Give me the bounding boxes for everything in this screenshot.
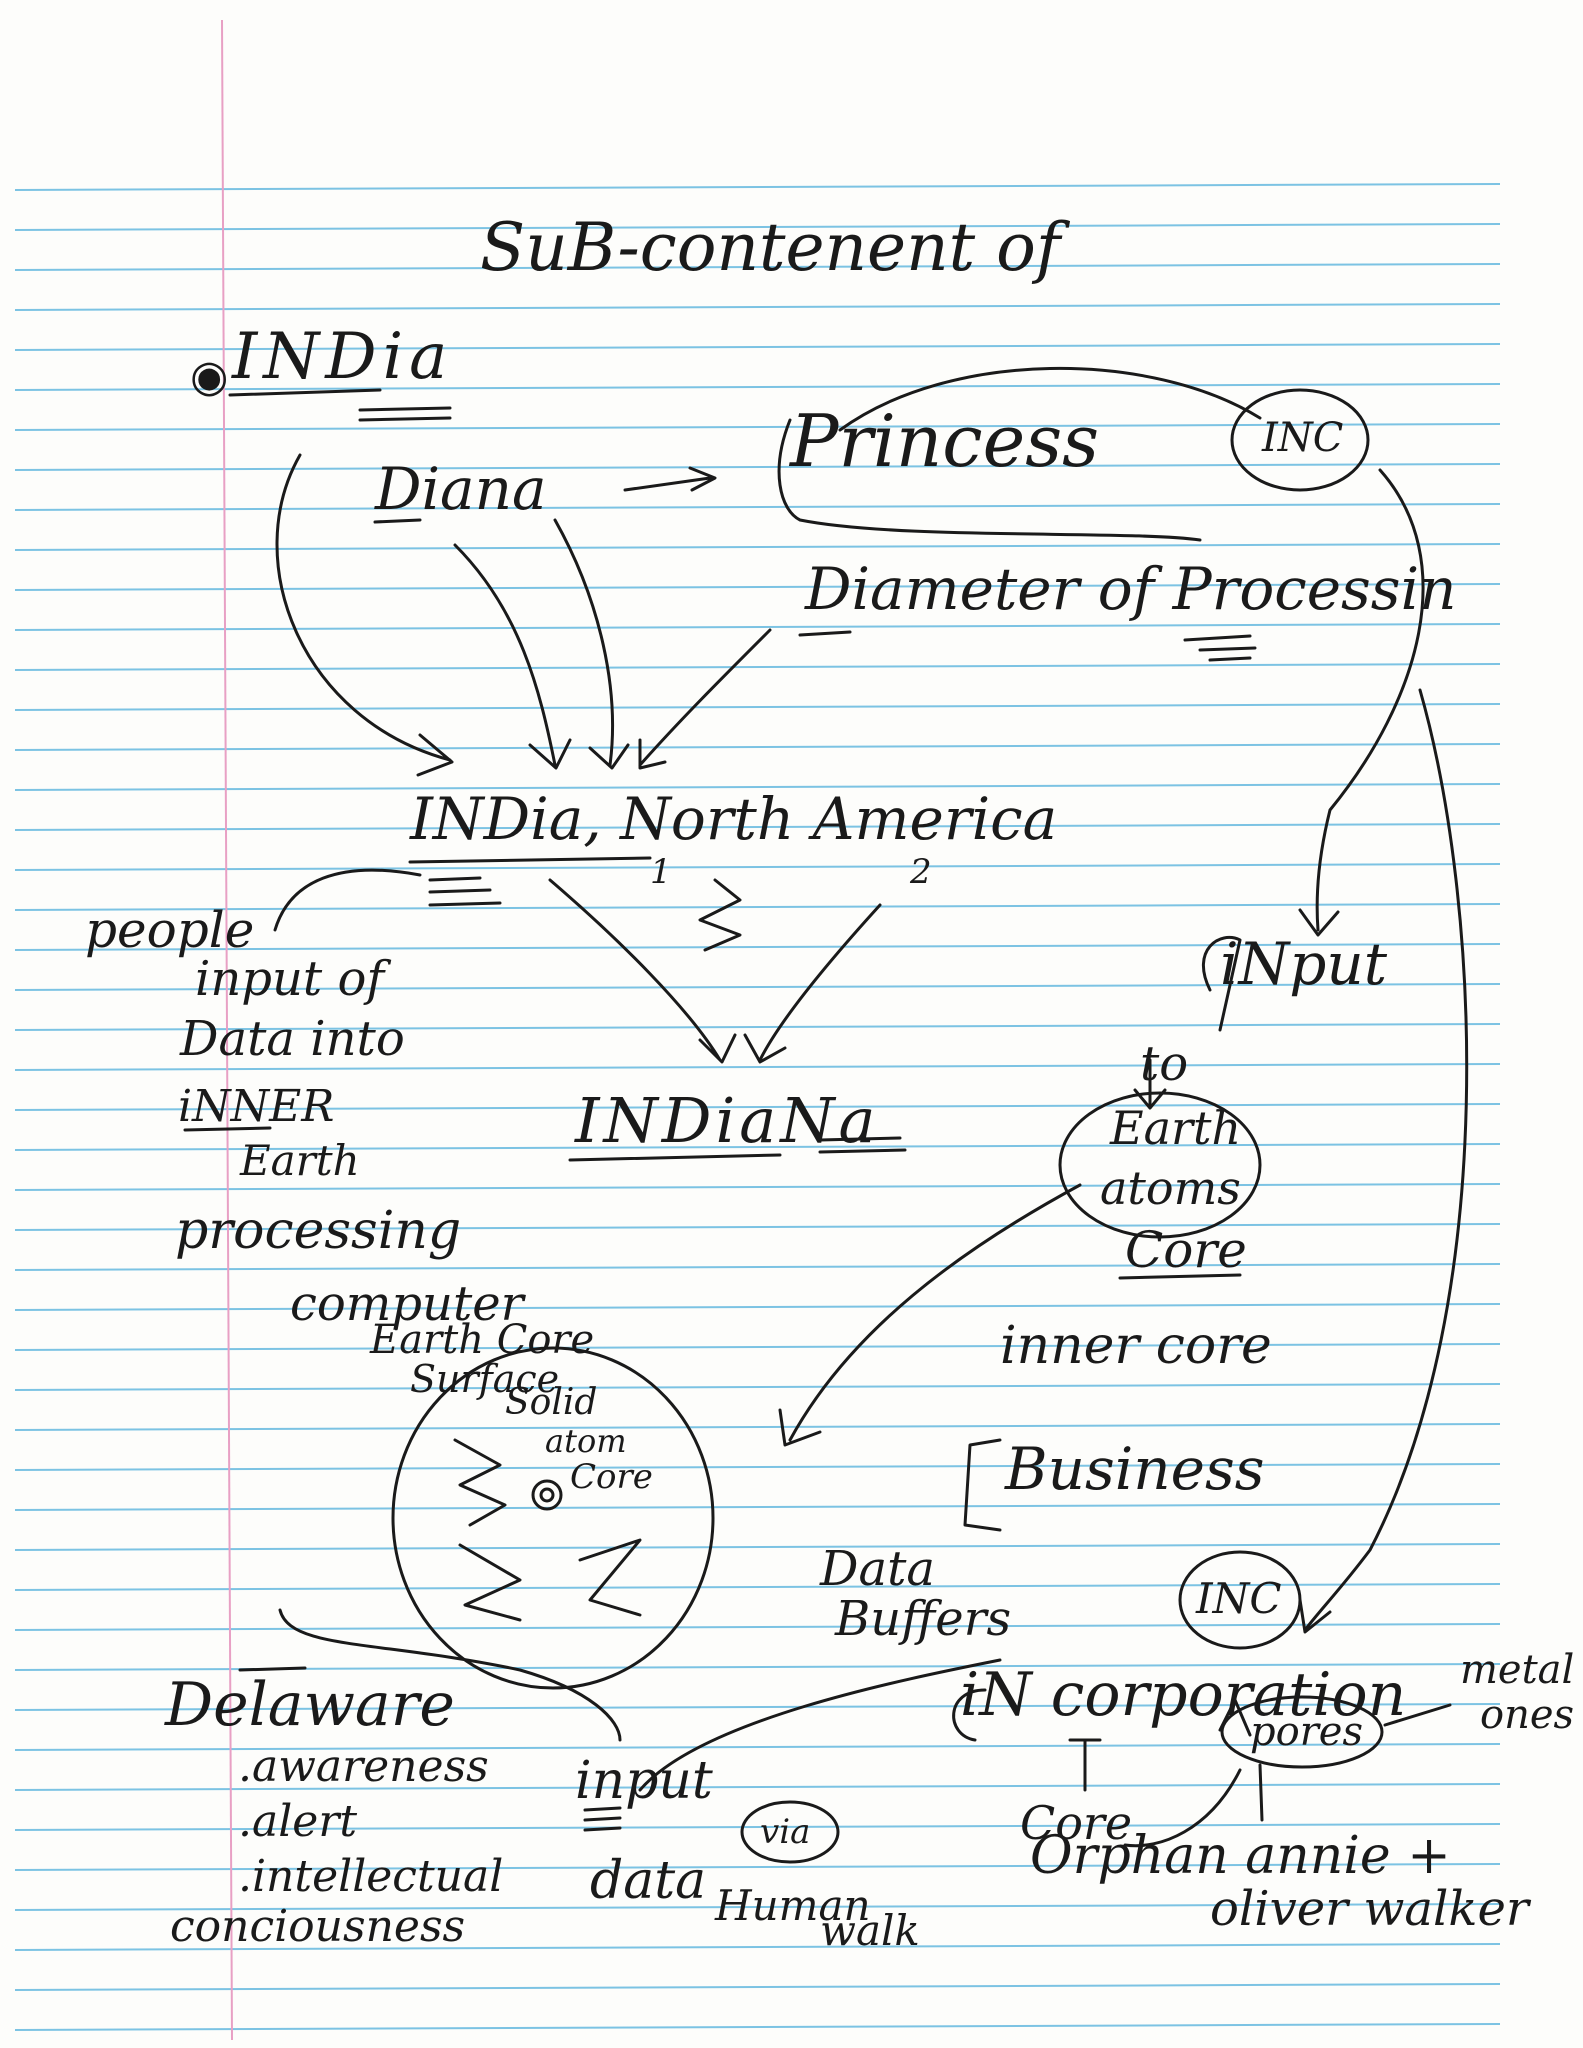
note-processing: processing <box>175 1205 461 1257</box>
label-inc-bottom: INC <box>1196 1578 1281 1620</box>
label-princess: Princess <box>790 405 1099 477</box>
arrow-2-to-indiana <box>745 905 880 1062</box>
label-pores: pores <box>1250 1712 1363 1752</box>
circle-atom: atom <box>545 1425 627 1457</box>
business-bracket <box>965 1440 1000 1530</box>
label-num-1: 1 <box>650 855 672 889</box>
label-via: via <box>760 1815 810 1849</box>
note-earth: Earth <box>240 1140 360 1182</box>
underline-input-data <box>585 1808 620 1830</box>
label-earth-right: Earth <box>1110 1105 1241 1151</box>
underline-india-na <box>410 858 650 905</box>
label-india-top: INDia <box>232 325 453 389</box>
label-oliver: oliver walker <box>1210 1885 1529 1933</box>
note-inner: iNNER <box>178 1085 334 1129</box>
arrow-inc-to-input <box>1300 470 1423 935</box>
arrow-people-curve <box>275 870 420 930</box>
note-people: people <box>85 905 254 955</box>
note-data-into: Data into <box>180 1015 405 1063</box>
atom-core-dot <box>533 1481 561 1509</box>
label-buffers: Buffers <box>835 1595 1011 1643</box>
label-input-right: iNput <box>1220 935 1387 993</box>
circle-core: Core <box>570 1460 653 1494</box>
note-input-of: input of <box>195 955 384 1003</box>
label-core: Core <box>1125 1225 1247 1275</box>
underline-diameter <box>800 632 850 635</box>
label-indiana: INDiaNa <box>575 1090 879 1152</box>
label-diana: Diana <box>375 460 547 518</box>
pores-tick-1 <box>1260 1765 1262 1820</box>
label-metal: metal <box>1460 1650 1574 1690</box>
arrow-diana-to-na-1 <box>455 545 570 768</box>
label-orphan: Orphan annie + <box>1030 1830 1451 1882</box>
arrow-diana-to-na-2 <box>555 520 628 768</box>
label-walk: walk <box>820 1910 920 1952</box>
delaware-conciousness: conciousness <box>170 1905 465 1949</box>
delaware-awareness: .awareness <box>238 1745 489 1789</box>
arrow-earth-to-circle <box>780 1185 1080 1445</box>
underline-india-top <box>230 390 450 420</box>
delaware-intellectual: .intellectual <box>238 1855 503 1899</box>
label-india-na: INDia, North America <box>410 790 1057 848</box>
squiggle-1 <box>700 880 740 950</box>
circle-squiggle-3 <box>580 1540 640 1615</box>
arrow-na-to-indiana <box>550 880 735 1062</box>
label-input-bottom: input <box>575 1755 713 1807</box>
label-inc-top: INC <box>1262 418 1343 458</box>
circle-squiggle-1 <box>455 1440 505 1525</box>
circle-bullet-icon: ◉ <box>190 355 228 399</box>
diana-to-princess-arrow <box>625 468 715 490</box>
label-business: Business <box>1005 1440 1265 1498</box>
label-data: Data <box>820 1545 935 1593</box>
note-earth-core: Earth Core <box>370 1320 594 1360</box>
label-data-bottom: data <box>590 1855 706 1907</box>
label-inner-core: inner core <box>1000 1320 1272 1372</box>
circle-solid: Solid <box>505 1385 597 1421</box>
label-num-2: 2 <box>910 855 932 889</box>
delaware-alert: .alert <box>238 1800 357 1844</box>
label-diameter: Diameter of Processin <box>805 560 1456 618</box>
label-atoms: atoms <box>1100 1165 1241 1211</box>
label-ones: ones <box>1480 1695 1574 1735</box>
underline-processin <box>1185 636 1255 660</box>
core-tick <box>1070 1740 1100 1790</box>
circle-squiggle-2 <box>460 1545 520 1620</box>
arrow-diameter-to-na <box>640 630 770 768</box>
page-title: SuB-contenent of <box>480 215 1060 281</box>
label-delaware: Delaware <box>165 1675 455 1735</box>
label-to: to <box>1140 1040 1188 1088</box>
